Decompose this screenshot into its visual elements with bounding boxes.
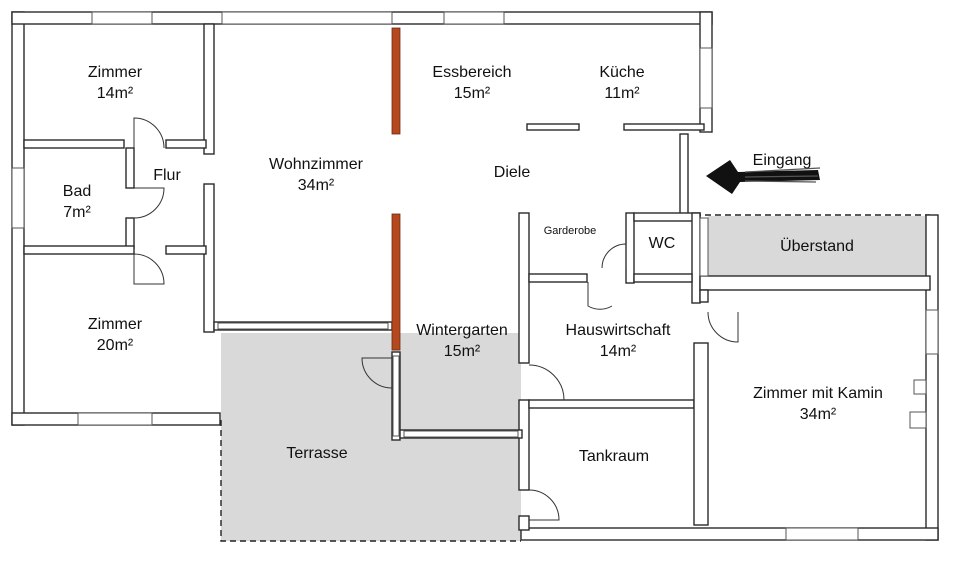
- room-name: Wintergarten: [416, 322, 508, 339]
- brick-wall-lower: [391, 213, 401, 351]
- room-label-garderobe: Garderobe: [544, 224, 597, 238]
- room-label-diele: Diele: [494, 162, 530, 183]
- room-name: Zimmer: [87, 316, 143, 333]
- room-label-ueberstand: Überstand: [780, 236, 854, 257]
- room-label-zimmer-14: Zimmer 14m²: [88, 62, 142, 104]
- room-name: Wohnzimmer: [269, 156, 363, 173]
- entrance-label: Eingang: [753, 150, 812, 171]
- entrance-text: Eingang: [752, 152, 812, 169]
- room-label-terrasse: Terrasse: [286, 443, 347, 464]
- fireplace-icon: [909, 411, 927, 429]
- room-label-hauswirtschaft: Hauswirtschaft 14m²: [566, 320, 671, 362]
- doors: [133, 117, 739, 521]
- room-label-zimmer-mit-kamin: Zimmer mit Kamin 34m²: [753, 383, 883, 425]
- room-area: 15m²: [453, 85, 491, 102]
- room-area: 11m²: [604, 85, 640, 102]
- room-name: Hauswirtschaft: [565, 322, 671, 339]
- room-label-tankraum: Tankraum: [579, 446, 649, 467]
- room-label-flur: Flur: [153, 165, 181, 186]
- room-label-zimmer-20: Zimmer 20m²: [88, 314, 142, 356]
- terrasse-dashed-outline: [220, 420, 521, 542]
- room-label-wc: WC: [649, 233, 676, 254]
- room-name: Tankraum: [578, 448, 650, 465]
- room-name: Essbereich: [432, 64, 512, 81]
- room-area: 20m²: [96, 337, 134, 354]
- room-area: 34m²: [297, 177, 335, 194]
- windows: [11, 11, 939, 541]
- room-name: Küche: [599, 64, 645, 81]
- room-area: 14m²: [96, 85, 134, 102]
- room-name: Zimmer: [87, 64, 143, 81]
- ueberstand-area: [708, 216, 926, 276]
- room-area: 34m²: [799, 406, 837, 423]
- fireplace-vent-icon: [913, 379, 927, 395]
- room-name: Überstand: [780, 238, 854, 255]
- entrance-arrow-icon: [706, 160, 821, 194]
- room-area: 14m²: [599, 343, 637, 360]
- room-name: Garderobe: [543, 225, 597, 237]
- brick-wall-upper: [391, 27, 401, 135]
- room-area: 15m²: [443, 343, 481, 360]
- room-name: Bad: [62, 183, 92, 200]
- room-label-kueche: Küche 11m²: [599, 62, 644, 104]
- room-label-essbereich: Essbereich 15m²: [432, 62, 511, 104]
- room-name: Flur: [153, 167, 181, 184]
- room-area: 7m²: [63, 204, 91, 221]
- room-name: Terrasse: [286, 445, 348, 462]
- room-name: Zimmer mit Kamin: [753, 385, 883, 402]
- room-label-wintergarten: Wintergarten 15m²: [416, 320, 508, 362]
- room-name: Diele: [493, 164, 531, 181]
- room-name: WC: [648, 235, 676, 252]
- room-label-wohnzimmer: Wohnzimmer 34m²: [269, 154, 363, 196]
- room-label-bad: Bad 7m²: [63, 181, 91, 223]
